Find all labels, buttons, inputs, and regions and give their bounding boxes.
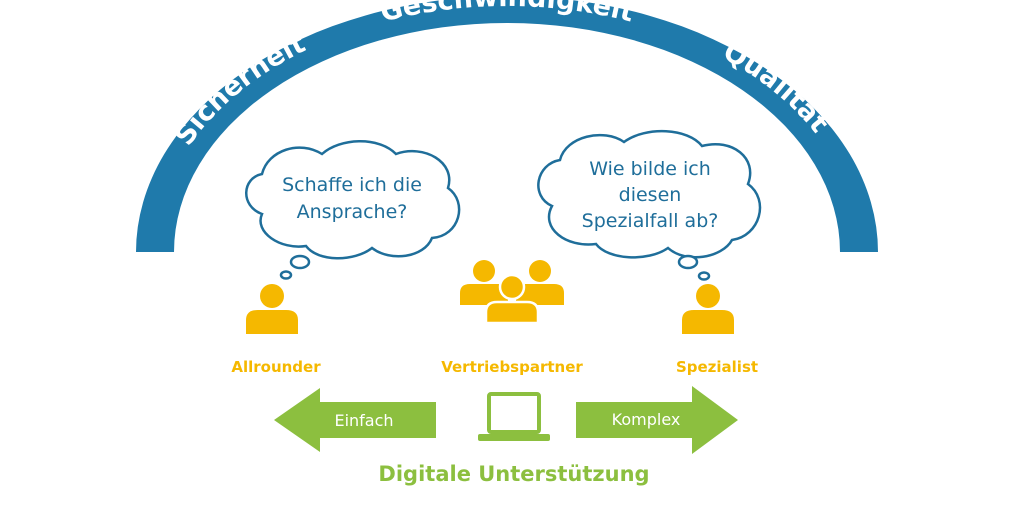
person-icon [682, 284, 734, 334]
bottom-title: Digitale Unterstützung [378, 462, 649, 486]
arrow-left-label: Einfach [334, 411, 393, 430]
cloud-left-line-1: Schaffe ich die [282, 174, 422, 196]
arrow-left [274, 388, 436, 452]
person-icon [246, 284, 298, 334]
svg-text:Sicherheit: Sicherheit [169, 28, 310, 151]
arc-label-right: Qualität [718, 36, 835, 139]
laptop-icon [478, 392, 550, 441]
cloud-right-line-3: Spezialfall ab? [582, 210, 719, 232]
role-label-vertriebspartner: Vertriebspartner [441, 358, 583, 376]
group-icon [460, 260, 564, 325]
arrow-right-label: Komplex [612, 410, 681, 429]
arrow-right [576, 386, 738, 454]
arc-band [136, 0, 878, 252]
thought-cloud-left [245, 140, 461, 280]
cloud-right-line-2: diesen [619, 184, 682, 206]
cloud-left-line-2: Ansprache? [297, 201, 408, 223]
role-label-spezialist: Spezialist [676, 358, 758, 376]
arc-label-left: Sicherheit [169, 28, 310, 151]
cloud-right-line-1: Wie bilde ich [589, 158, 711, 180]
role-label-allrounder: Allrounder [231, 358, 321, 376]
svg-text:Qualität: Qualität [718, 36, 835, 139]
thought-cloud-right [537, 130, 762, 281]
